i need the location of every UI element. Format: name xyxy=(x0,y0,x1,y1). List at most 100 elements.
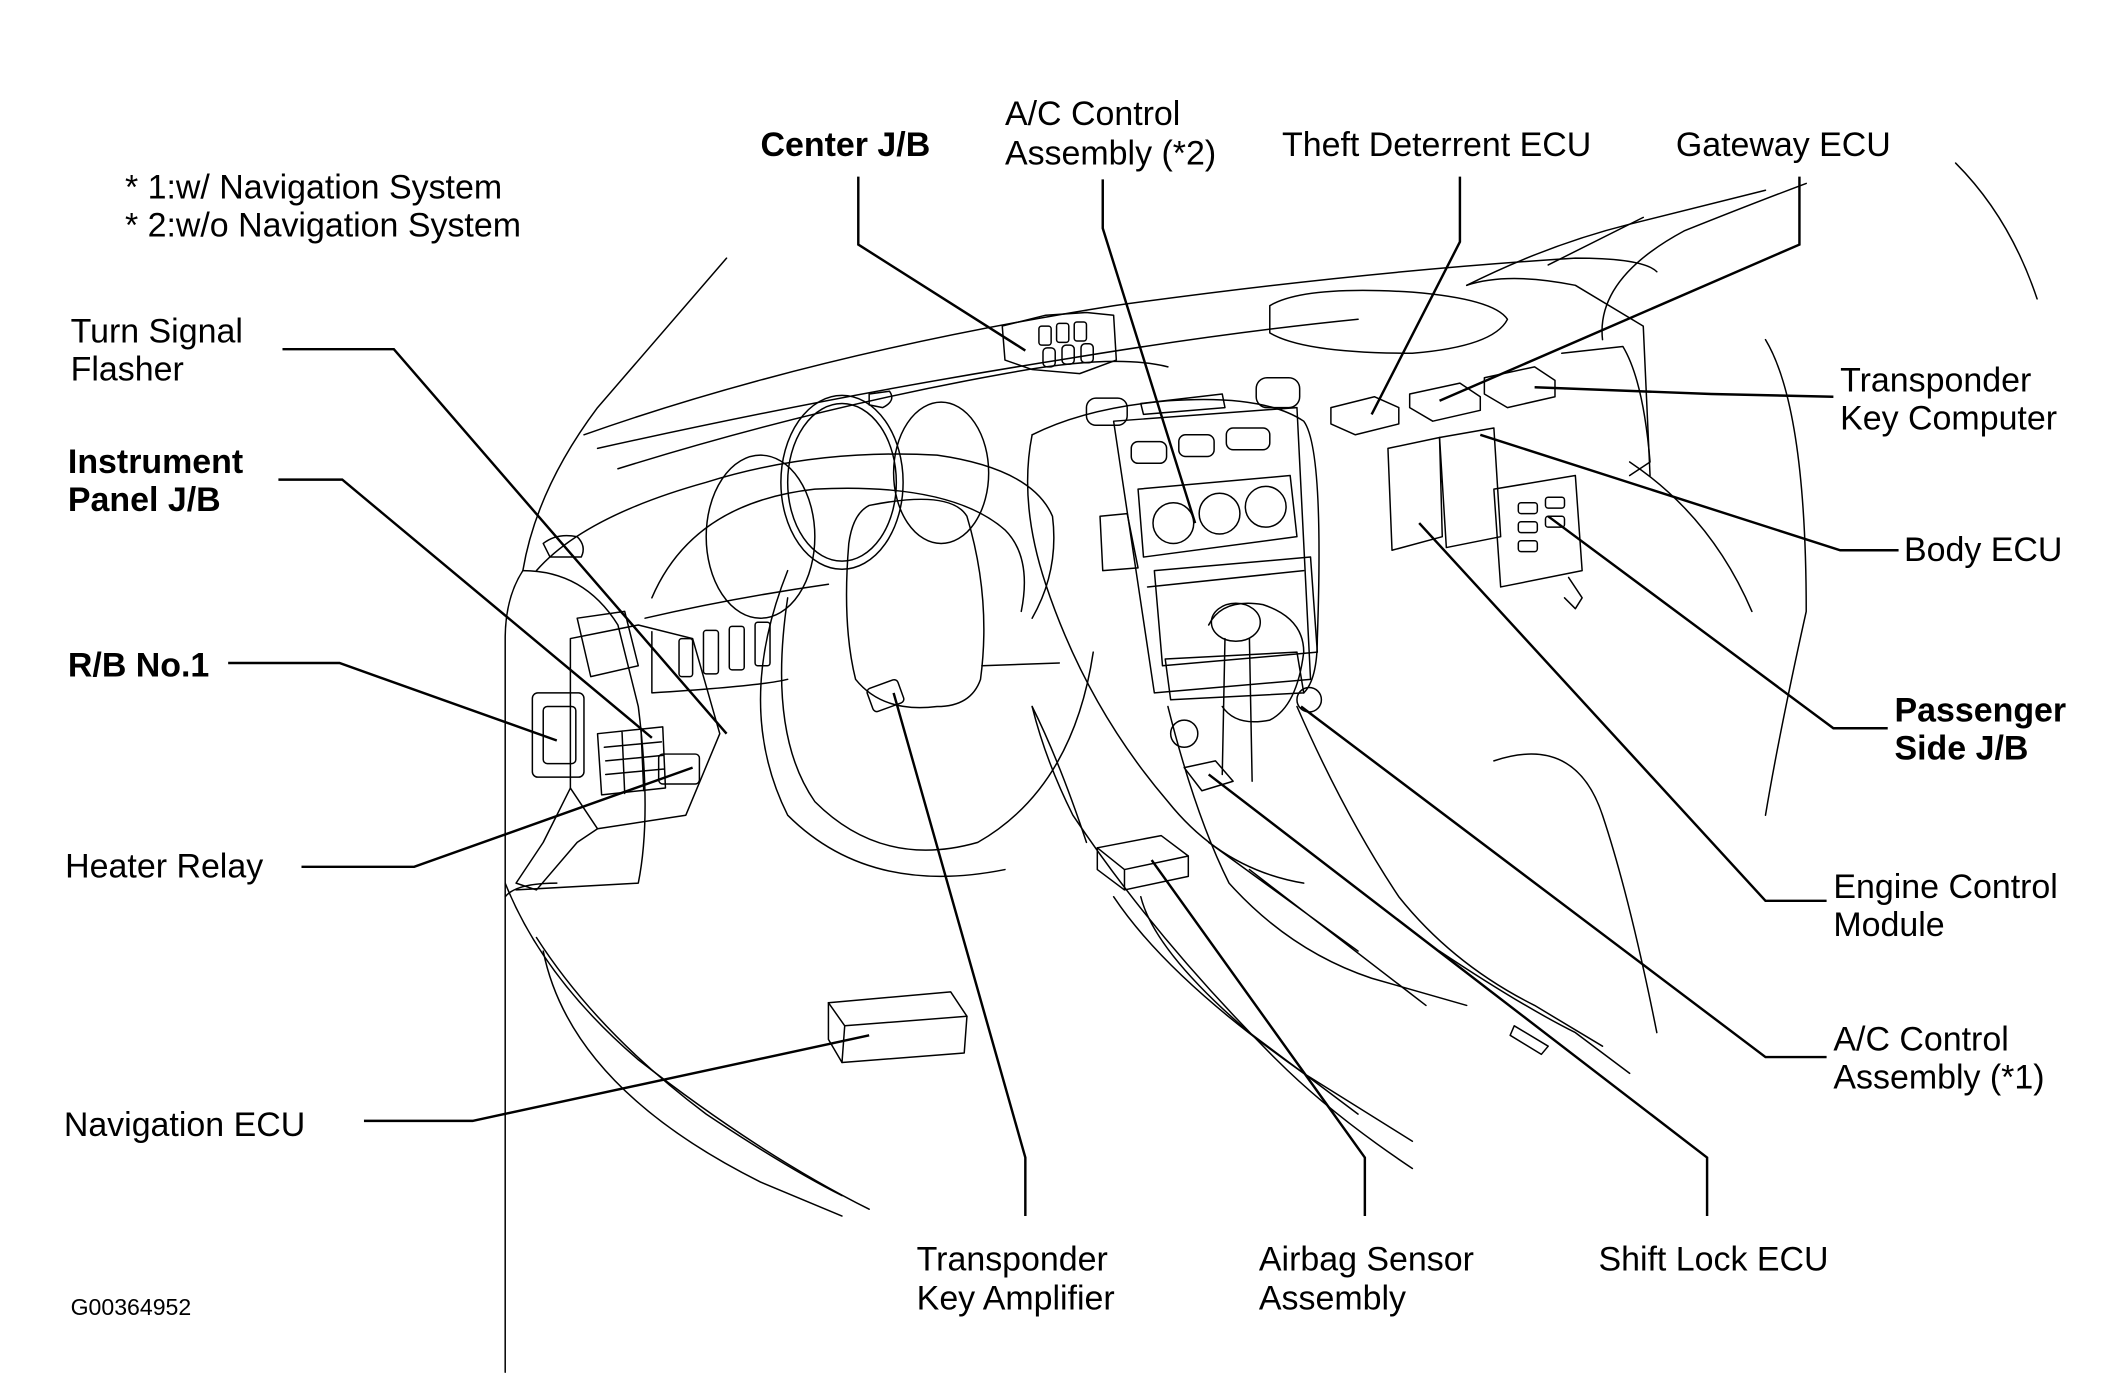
theft-deterrent-ecu-part xyxy=(1330,395,1400,436)
transponder-key-amplifier-part xyxy=(866,678,905,713)
center-jb-fuse-1 xyxy=(1038,325,1052,346)
label-transponder-key-computer-line1: Transponder xyxy=(1840,361,2031,399)
leader-body-ecu xyxy=(1479,433,1899,552)
leader-ac-control-1 xyxy=(1300,705,1827,1059)
body-ecu-part xyxy=(1387,436,1444,552)
switch-1 xyxy=(678,637,694,678)
leader-gateway-ecu xyxy=(1439,176,1801,402)
transponder-key-computer-part xyxy=(1483,366,1556,409)
floor-left xyxy=(504,882,870,1210)
footnote-2: * 2:w/o Navigation System xyxy=(125,206,521,244)
leader-turn-signal-flasher xyxy=(282,347,728,735)
pocket-lip xyxy=(1146,569,1305,588)
windshield-right-2 xyxy=(1547,216,1645,266)
windshield-right xyxy=(1465,189,1767,287)
cluster-hood xyxy=(535,453,1055,619)
label-airbag-sensor-line2: Assembly xyxy=(1259,1280,1406,1318)
center-jb-fuse-2 xyxy=(1055,322,1070,344)
leader-center-jb xyxy=(857,176,1026,352)
label-passenger-side-jb-line2: Side J/B xyxy=(1895,729,2029,767)
steering-wheel-rim xyxy=(780,597,1094,851)
ecm-part xyxy=(1438,427,1502,549)
switch-3 xyxy=(728,625,745,671)
center-jb-fuse-5 xyxy=(1061,344,1075,365)
airbag-sensor-part xyxy=(1096,834,1190,891)
leader-passenger-side-jb xyxy=(1547,515,1888,730)
label-engine-control-module-line2: Module xyxy=(1833,906,1944,944)
rb-no1-part xyxy=(531,692,585,778)
defrost-vent-left xyxy=(542,534,584,558)
leader-instrument-panel-jb xyxy=(278,478,653,739)
shift-knob xyxy=(1210,602,1262,643)
console-slot xyxy=(1509,1025,1549,1056)
right-door xyxy=(1764,338,1807,816)
switch-2 xyxy=(702,629,720,675)
label-ac-control-2-line1: A/C Control xyxy=(1005,95,1180,133)
label-instrument-panel-jb-line1: Instrument xyxy=(68,443,243,481)
label-airbag-sensor-line1: Airbag Sensor xyxy=(1259,1240,1474,1278)
passenger-jb-fuse-5 xyxy=(1544,515,1566,528)
floor-left-2 xyxy=(535,936,843,1197)
tachometer xyxy=(705,454,816,619)
turn-signal-flasher-part xyxy=(576,610,640,678)
label-gateway-ecu: Gateway ECU xyxy=(1676,126,1891,164)
passenger-jb-fuse-3 xyxy=(1517,540,1539,553)
left-kick-panel xyxy=(515,569,646,891)
column-spoke xyxy=(981,662,1061,667)
navigation-ecu-part xyxy=(827,991,968,1064)
vent-2 xyxy=(1178,434,1215,458)
label-shift-lock-ecu: Shift Lock ECU xyxy=(1598,1240,1828,1278)
right-a-pillar-2 xyxy=(1954,162,2038,300)
console-floor-left xyxy=(1031,705,1088,844)
dash-top-outer xyxy=(583,257,1658,436)
label-navigation-ecu: Navigation ECU xyxy=(64,1106,305,1144)
vehicle-interior-drawing xyxy=(504,162,2038,1374)
a-pillar-left xyxy=(522,257,728,572)
leader-theft-deterrent-ecu xyxy=(1370,176,1462,415)
climate-panel xyxy=(1137,474,1298,558)
leader-ac-control-2 xyxy=(1101,179,1197,524)
console-rear xyxy=(1438,950,1631,1075)
leader-shift-lock-ecu xyxy=(1207,773,1709,1217)
heater-relay-part xyxy=(657,753,701,785)
label-heater-relay: Heater Relay xyxy=(65,848,263,886)
lower-dash-left xyxy=(644,583,830,619)
steering-wheel-outer xyxy=(759,569,1006,878)
label-ac-control-2-line2: Assembly (*2) xyxy=(1005,134,1216,172)
floor-curve-lower xyxy=(542,950,843,1217)
component-labels: * 1:w/ Navigation System * 2:w/o Navigat… xyxy=(64,95,2066,1320)
label-transponder-key-amplifier-line2: Key Amplifier xyxy=(917,1280,1115,1318)
leader-heater-relay xyxy=(301,766,694,869)
leader-navigation-ecu xyxy=(363,1034,870,1123)
passenger-jb-fuse-1 xyxy=(1517,501,1539,515)
label-theft-deterrent-ecu: Theft Deterrent ECU xyxy=(1282,126,1591,164)
cluster-vent xyxy=(868,390,893,409)
passenger-jb-fuse-2 xyxy=(1517,520,1539,534)
speedometer-ring xyxy=(780,394,904,571)
steering-airbag-pad xyxy=(845,498,985,709)
label-transponder-key-computer-line2: Key Computer xyxy=(1840,399,2057,437)
leader-airbag-sensor xyxy=(1150,859,1367,1217)
label-passenger-side-jb-line1: Passenger xyxy=(1895,691,2067,729)
figure-code: G00364952 xyxy=(71,1294,192,1320)
label-rb-no1: R/B No.1 xyxy=(68,647,209,685)
console-left-side xyxy=(1167,705,1468,1007)
dash-top-crease xyxy=(617,360,1169,470)
left-door-edge xyxy=(504,569,524,1374)
door-sill xyxy=(504,882,558,898)
console-right-side xyxy=(1296,705,1604,1047)
label-ac-control-1-line2: Assembly (*1) xyxy=(1833,1058,2044,1096)
navigation-ecu-top xyxy=(827,1001,968,1064)
label-center-jb: Center J/B xyxy=(761,126,931,164)
leader-engine-control-module xyxy=(1418,522,1827,903)
fuse-grid xyxy=(596,726,667,796)
vent-3 xyxy=(1225,427,1271,451)
upper-vent-right xyxy=(1255,376,1301,409)
shift-lock-ecu-part xyxy=(1183,760,1234,792)
console-arm xyxy=(1140,895,1359,1115)
leader-transponder-key-computer xyxy=(1534,386,1834,398)
center-jb-fuse-6 xyxy=(1080,342,1094,364)
gateway-ecu-part xyxy=(1408,382,1482,422)
